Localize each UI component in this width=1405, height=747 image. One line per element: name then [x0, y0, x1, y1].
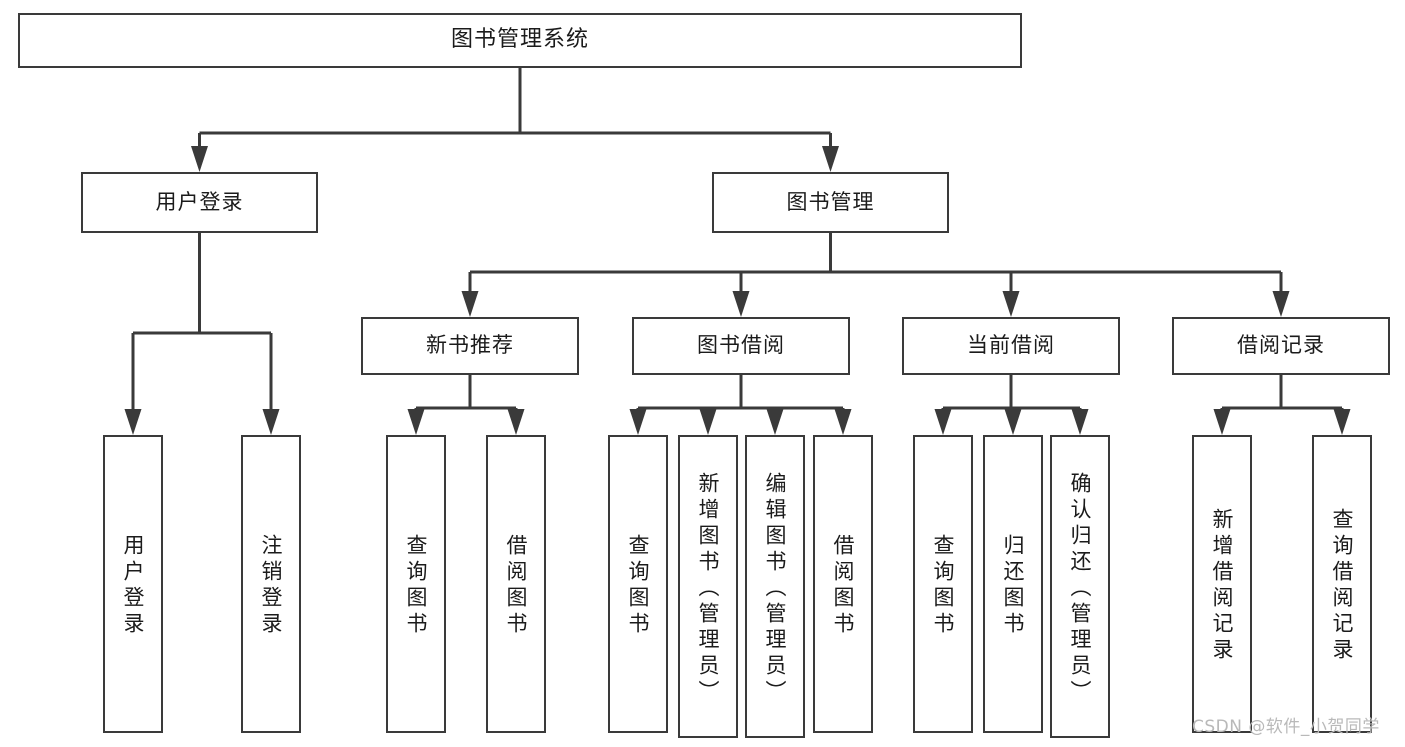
node-label: 查询图书 — [931, 534, 956, 638]
arrowhead — [1272, 291, 1290, 317]
node-label: 查询图书 — [404, 534, 429, 638]
node-root: 图书管理系统 — [18, 13, 1022, 68]
arrowhead — [732, 291, 750, 317]
node-label: 用户登录 — [155, 189, 244, 214]
watermark: CSDN @软件_小贺同学 — [1192, 717, 1380, 737]
node-label: 图书管理 — [786, 189, 875, 214]
node-label: 查询借阅记录 — [1330, 508, 1355, 664]
node-leaf3: 查询图书 — [386, 435, 446, 733]
arrowhead — [191, 146, 208, 172]
node-label: 借阅记录 — [1237, 333, 1325, 358]
node-leaf12: 新增借阅记录 — [1192, 435, 1252, 733]
node-label: 确认归还（管理员） — [1068, 471, 1093, 706]
arrowhead — [461, 291, 479, 317]
arrowhead — [629, 409, 647, 435]
arrowhead — [1002, 291, 1020, 317]
arrowhead — [1213, 409, 1231, 435]
node-leaf5: 查询图书 — [608, 435, 668, 733]
node-current: 当前借阅 — [902, 317, 1120, 375]
node-leaf2: 注销登录 — [241, 435, 301, 733]
arrowhead — [699, 409, 717, 435]
arrowhead — [1071, 409, 1089, 435]
node-leaf13: 查询借阅记录 — [1312, 435, 1372, 733]
node-leaf7: 编辑图书（管理员） — [745, 435, 805, 738]
node-label: 当前借阅 — [967, 333, 1055, 358]
node-label: 图书借阅 — [697, 333, 785, 358]
node-label: 新增图书（管理员） — [696, 471, 721, 706]
node-leaf8: 借阅图书 — [813, 435, 873, 733]
arrowhead — [1004, 409, 1022, 435]
node-label: 用户登录 — [121, 534, 146, 638]
node-leaf11: 确认归还（管理员） — [1050, 435, 1110, 738]
arrowhead — [834, 409, 852, 435]
node-label: 图书管理系统 — [450, 27, 589, 53]
node-leaf10: 归还图书 — [983, 435, 1043, 733]
node-newrec: 新书推荐 — [361, 317, 579, 375]
arrowhead — [407, 409, 425, 435]
node-leaf4: 借阅图书 — [486, 435, 546, 733]
arrowhead — [822, 146, 839, 172]
arrowhead — [1333, 409, 1351, 435]
node-leaf6: 新增图书（管理员） — [678, 435, 738, 738]
node-bookmgmt: 图书管理 — [712, 172, 949, 233]
node-records: 借阅记录 — [1172, 317, 1390, 375]
node-login: 用户登录 — [81, 172, 318, 233]
node-leaf9: 查询图书 — [913, 435, 973, 733]
arrowhead — [766, 409, 784, 435]
arrowhead — [934, 409, 952, 435]
node-label: 注销登录 — [259, 534, 284, 638]
node-borrow: 图书借阅 — [632, 317, 850, 375]
node-leaf1: 用户登录 — [103, 435, 163, 733]
node-label: 新书推荐 — [426, 333, 514, 358]
arrowhead — [124, 409, 142, 435]
node-label: 借阅图书 — [831, 534, 856, 638]
arrowhead — [262, 409, 280, 435]
node-label: 新增借阅记录 — [1210, 508, 1235, 664]
node-label: 查询图书 — [626, 534, 651, 638]
arrowhead — [507, 409, 525, 435]
node-label: 编辑图书（管理员） — [763, 471, 788, 706]
node-label: 归还图书 — [1001, 534, 1026, 638]
node-label: 借阅图书 — [504, 534, 529, 638]
